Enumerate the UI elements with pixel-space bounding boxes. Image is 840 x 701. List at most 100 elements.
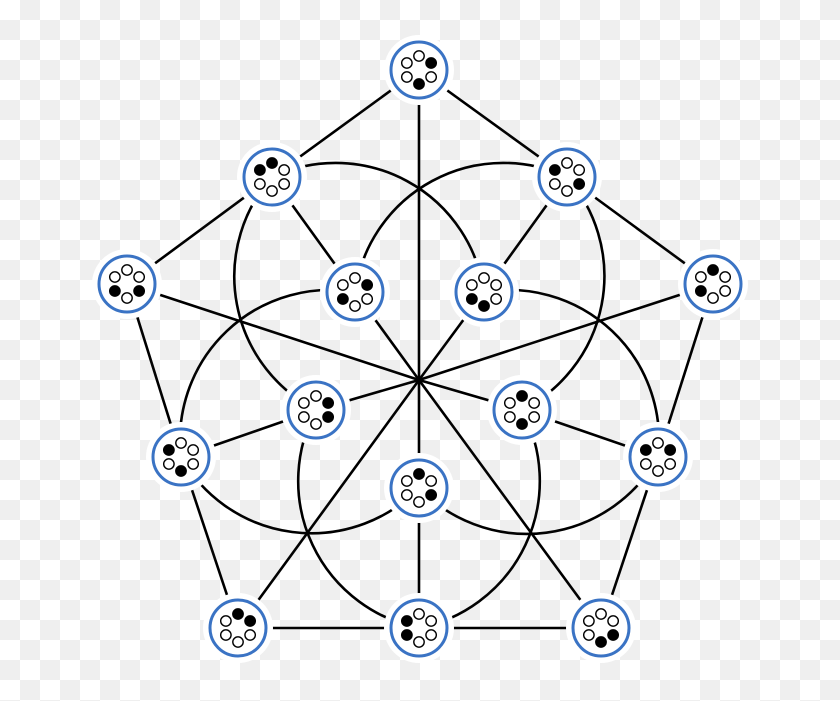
empty-dot xyxy=(573,164,586,176)
empty-dot xyxy=(639,458,652,470)
empty-dot xyxy=(219,629,232,641)
node-center-lower xyxy=(384,453,454,523)
empty-dot xyxy=(278,164,291,176)
arc-edge-upper-left-inner-upper-right xyxy=(271,161,486,293)
filled-dot xyxy=(108,285,121,297)
node-ring xyxy=(389,598,449,658)
filled-dot xyxy=(595,636,607,648)
node-ring xyxy=(537,147,597,207)
filled-dot xyxy=(548,164,561,176)
filled-dot xyxy=(400,629,413,641)
node-ring xyxy=(242,147,302,207)
empty-dot xyxy=(336,279,349,291)
node-ring xyxy=(571,598,631,658)
filled-dot xyxy=(465,293,478,305)
empty-dot xyxy=(548,178,561,190)
arc-edge-inner-upper-left-upper-right xyxy=(353,161,568,293)
filled-dot xyxy=(516,418,528,430)
empty-dot xyxy=(162,458,175,470)
node-inner-right xyxy=(487,375,557,445)
empty-dot xyxy=(413,496,425,508)
filled-dot xyxy=(639,444,652,456)
empty-dot xyxy=(503,397,516,409)
node-bottom-right xyxy=(566,593,636,663)
arc-edge-inner-left-upper-left xyxy=(233,176,317,412)
filled-dot xyxy=(694,285,707,297)
empty-dot xyxy=(582,615,595,627)
empty-dot xyxy=(528,397,541,409)
filled-dot xyxy=(516,390,528,402)
empty-dot xyxy=(121,292,133,304)
node-ring xyxy=(151,427,211,487)
filled-dot xyxy=(266,157,278,169)
empty-dot xyxy=(349,272,361,284)
empty-dot xyxy=(400,475,413,487)
empty-dot xyxy=(187,458,200,470)
empty-dot xyxy=(595,608,607,620)
filled-dot xyxy=(573,178,586,190)
nodes xyxy=(92,35,748,663)
empty-dot xyxy=(108,271,121,283)
empty-dot xyxy=(707,292,719,304)
node-ring xyxy=(286,380,346,440)
arc-edge-inner-upper-right-lower-right xyxy=(483,288,661,458)
empty-dot xyxy=(349,300,361,312)
node-upper-right xyxy=(532,142,602,212)
empty-dot xyxy=(425,475,438,487)
node-ring xyxy=(208,598,268,658)
empty-dot xyxy=(310,390,322,402)
empty-dot xyxy=(253,178,266,190)
empty-dot xyxy=(400,71,413,83)
empty-dot xyxy=(310,418,322,430)
filled-dot xyxy=(133,285,146,297)
empty-dot xyxy=(425,615,438,627)
node-ring xyxy=(325,262,385,322)
empty-dot xyxy=(652,437,664,449)
empty-dot xyxy=(361,293,374,305)
empty-dot xyxy=(297,411,310,423)
filled-dot xyxy=(664,444,677,456)
empty-dot xyxy=(652,465,664,477)
node-upper-left xyxy=(237,142,307,212)
filled-dot xyxy=(162,444,175,456)
node-lower-left xyxy=(146,422,216,492)
filled-dot xyxy=(413,468,425,480)
filled-dot xyxy=(607,629,620,641)
node-ring xyxy=(389,40,449,100)
empty-dot xyxy=(400,57,413,69)
node-inner-left xyxy=(281,375,351,445)
node-ring xyxy=(454,262,514,322)
filled-dot xyxy=(175,465,187,477)
empty-dot xyxy=(490,293,503,305)
node-lower-right xyxy=(623,422,693,492)
filled-dot xyxy=(253,164,266,176)
empty-dot xyxy=(694,271,707,283)
arc-edge-upper-right-inner-right xyxy=(521,176,606,412)
filled-dot xyxy=(232,608,244,620)
node-left xyxy=(92,249,162,319)
empty-dot xyxy=(719,271,732,283)
filled-dot xyxy=(413,78,425,90)
spoke-right xyxy=(418,282,714,382)
filled-dot xyxy=(322,411,335,423)
empty-dot xyxy=(425,71,438,83)
empty-dot xyxy=(719,285,732,297)
node-inner-upper-left xyxy=(320,257,390,327)
node-top xyxy=(384,35,454,105)
empty-dot xyxy=(133,271,146,283)
node-ring xyxy=(389,458,449,518)
empty-dot xyxy=(582,629,595,641)
node-inner-upper-right xyxy=(449,257,519,327)
edges xyxy=(125,68,715,630)
arc-edge-center-lower-lower-left xyxy=(179,456,420,535)
empty-dot xyxy=(528,411,541,423)
empty-dot xyxy=(425,629,438,641)
node-ring xyxy=(683,254,743,314)
arc-edge-bottom-center-inner-left xyxy=(296,409,420,630)
empty-dot xyxy=(187,444,200,456)
node-ring xyxy=(97,254,157,314)
filled-dot xyxy=(425,489,438,501)
empty-dot xyxy=(664,458,677,470)
empty-dot xyxy=(503,411,516,423)
empty-dot xyxy=(607,615,620,627)
